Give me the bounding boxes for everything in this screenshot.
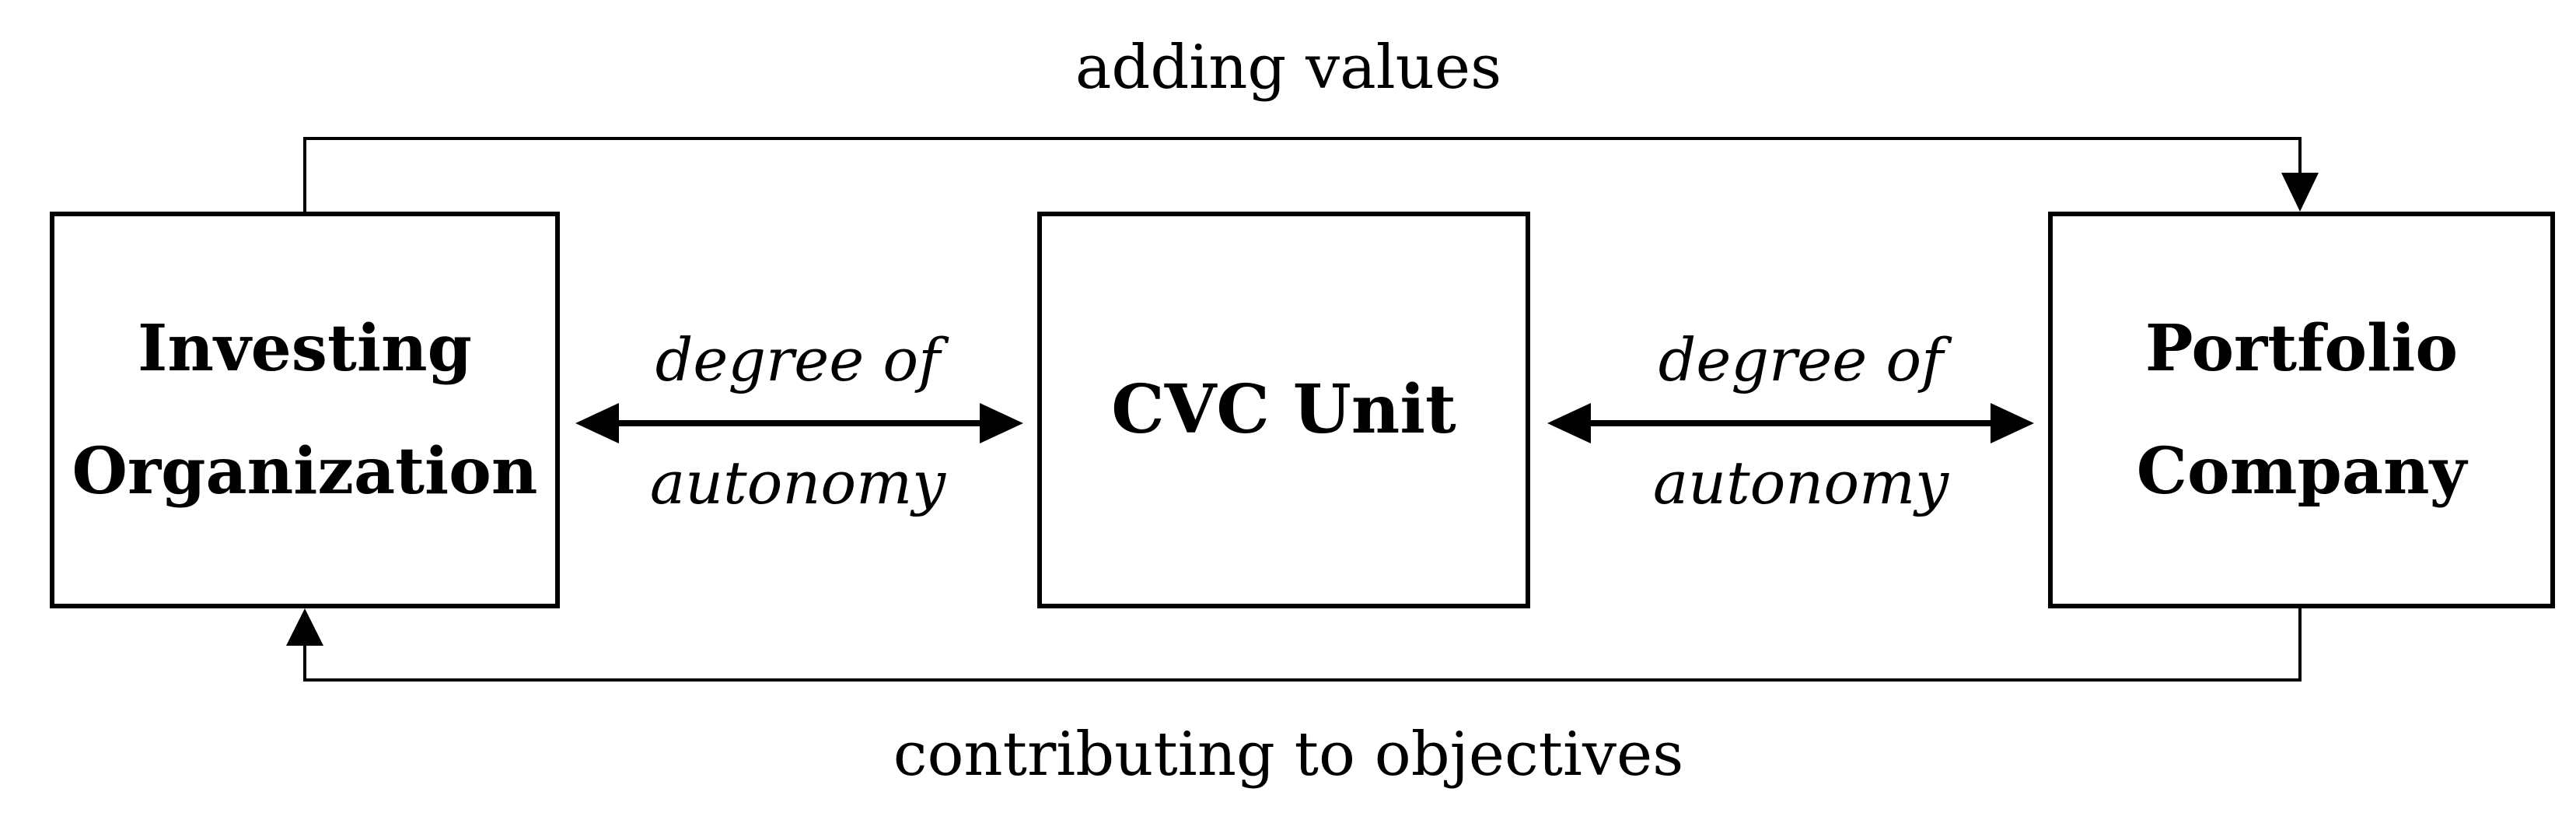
left-autonomy-arrowhead-left — [575, 403, 619, 443]
adding-values-arrowhead — [2281, 173, 2319, 212]
cvc-unit-label: CVC Unit — [1111, 370, 1456, 449]
right-autonomy-label: degree of autonomy — [1638, 299, 1964, 545]
left-autonomy-label: degree of autonomy — [634, 299, 961, 545]
right-autonomy-line2: autonomy — [1652, 448, 1949, 517]
left-autonomy-line2: autonomy — [649, 448, 946, 517]
adding-values-connector — [303, 137, 2302, 212]
investing-organization-label-line2: Organization — [72, 434, 538, 509]
investing-organization-box: Investing Organization — [50, 212, 560, 608]
left-autonomy-line1: degree of — [655, 325, 941, 394]
cvc-unit-box: CVC Unit — [1037, 212, 1530, 608]
contributing-connector — [303, 608, 2302, 682]
portfolio-company-label-line2: Company — [2136, 434, 2467, 509]
left-autonomy-arrowhead-right — [980, 403, 1023, 443]
investing-organization-label-line1: Investing — [138, 311, 472, 386]
right-autonomy-arrowhead-left — [1547, 403, 1591, 443]
right-autonomy-line1: degree of — [1658, 325, 1944, 394]
adding-values-label: adding values — [1075, 33, 1502, 103]
portfolio-company-label-line1: Portfolio — [2144, 311, 2459, 386]
contributing-to-objectives-label: contributing to objectives — [893, 720, 1684, 790]
right-autonomy-arrowhead-right — [1991, 403, 2034, 443]
portfolio-company-box: Portfolio Company — [2048, 212, 2555, 608]
contributing-arrowhead — [286, 608, 323, 646]
